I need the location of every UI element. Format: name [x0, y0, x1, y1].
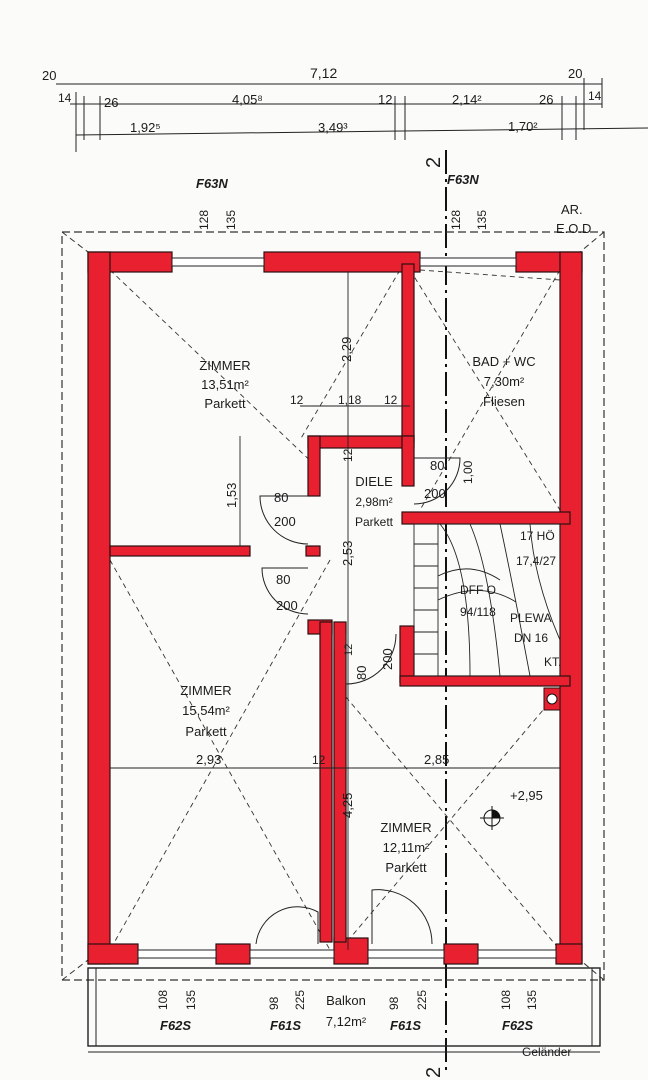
window-type-b2: F61S [270, 1018, 301, 1033]
dim-425: 4,25 [340, 793, 355, 818]
door1-height: 200 [274, 514, 296, 529]
height-marker [480, 806, 504, 830]
stair-ratio: 17,4/27 [516, 554, 556, 568]
dim-12-a: 12 [290, 393, 304, 407]
railing-label: Geländer [522, 1045, 571, 1059]
room-zimmer-1: ZIMMER 13,51m² Parkett [199, 358, 250, 411]
door2-height: 200 [276, 598, 298, 613]
window-w-b4: 108 [499, 990, 513, 1010]
window-h-b3: 225 [415, 990, 429, 1010]
dim-293: 2,93 [196, 752, 221, 767]
window-w-top-right: 128 [449, 210, 463, 230]
window-type-b1: F62S [160, 1018, 191, 1033]
svg-text:2,98m²: 2,98m² [355, 495, 392, 509]
dim-right-14: 14 [588, 89, 602, 103]
svg-text:ZIMMER: ZIMMER [180, 683, 231, 698]
window-h-top-left: 135 [224, 210, 238, 230]
dim-285: 2,85 [424, 752, 449, 767]
dim-right-20: 20 [568, 66, 582, 81]
dim-12-top: 12 [378, 92, 392, 107]
door-swings [255, 457, 461, 945]
balcony-outline [87, 967, 601, 1047]
window-w-top-left: 128 [197, 210, 211, 230]
roof-outline [61, 231, 605, 981]
svg-text:7,12m²: 7,12m² [326, 1014, 367, 1029]
room-diele: DIELE 2,98m² Parkett [355, 474, 394, 529]
window-type-top-right: F63N [447, 172, 479, 187]
door4-height: 200 [380, 648, 395, 670]
dim-153: 1,53 [224, 483, 239, 508]
windows-frames [137, 257, 557, 959]
svg-text:BAD + WC: BAD + WC [472, 354, 535, 369]
dim-12-c: 12 [341, 448, 355, 462]
svg-text:7,30m²: 7,30m² [484, 374, 525, 389]
dim-overall: 7,12 [310, 65, 337, 81]
window-type-b3: F61S [390, 1018, 421, 1033]
dimension-chain [56, 78, 648, 152]
window-h-b2: 225 [293, 990, 307, 1010]
svg-text:Fliesen: Fliesen [483, 394, 525, 409]
dim-229: 2,29 [339, 337, 354, 362]
window-type-b4: F62S [502, 1018, 533, 1033]
room-balkon: Balkon 7,12m² [326, 993, 367, 1029]
dim-12-e: 12 [343, 644, 355, 656]
room-zimmer-3: ZIMMER 12,11m² Parkett [380, 820, 431, 875]
dim-26b: 26 [539, 92, 553, 107]
svg-text:12,11m²: 12,11m² [383, 840, 430, 855]
svg-text:ZIMMER: ZIMMER [380, 820, 431, 835]
svg-text:Parkett: Parkett [185, 724, 227, 739]
svg-text:13,51m²: 13,51m² [201, 377, 249, 392]
height-label: +2,95 [510, 788, 543, 803]
window-w-b1: 108 [156, 990, 170, 1010]
window-w-b3: 98 [387, 996, 401, 1010]
stair-kt: KT. [544, 655, 561, 669]
dim-12-d: 12 [312, 753, 326, 767]
svg-text:DIELE: DIELE [355, 474, 393, 489]
door3-height: 200 [424, 486, 446, 501]
ar-label: AR. [561, 202, 583, 217]
dim-253: 2,53 [340, 541, 355, 566]
window-w-b2: 98 [267, 996, 281, 1010]
stair-dn: DN 16 [514, 631, 548, 645]
svg-text:Balkon: Balkon [326, 993, 366, 1008]
dim-170: 1,70² [508, 119, 538, 134]
stair-dfo: DFF O [460, 583, 496, 597]
room-bad: BAD + WC 7,30m² Fliesen [472, 354, 535, 409]
section-mark-bottom: 2 [423, 1067, 445, 1078]
room-zimmer-2: ZIMMER 15,54m² Parkett [180, 683, 231, 739]
window-type-top-left: F63N [196, 176, 228, 191]
window-h-b1: 135 [184, 990, 198, 1010]
dim-left-20: 20 [42, 68, 56, 83]
window-h-top-right: 135 [475, 210, 489, 230]
section-mark-top: 2 [423, 157, 445, 168]
svg-text:Parkett: Parkett [204, 396, 246, 411]
dim-405: 4,05⁸ [232, 92, 263, 107]
dim-26a: 26 [104, 95, 118, 110]
dim-214: 2,14² [452, 92, 482, 107]
stair-steps: 17 HÖ [520, 529, 555, 543]
door2-width: 80 [276, 572, 290, 587]
svg-text:Parkett: Parkett [385, 860, 427, 875]
dim-118: 1,18 [338, 393, 362, 407]
door4-width: 80 [354, 666, 369, 680]
eod-label: E.O.D [556, 221, 591, 236]
svg-text:ZIMMER: ZIMMER [199, 358, 250, 373]
dim-12-b: 12 [384, 393, 398, 407]
svg-text:Parkett: Parkett [355, 515, 394, 529]
diagonal-lines [109, 269, 561, 951]
interior-dim-lines [110, 272, 560, 950]
dim-100: 1,00 [461, 460, 475, 484]
dim-192: 1,92⁵ [130, 120, 161, 135]
door1-width: 80 [274, 490, 288, 505]
stair-plewa: PLEWA [510, 611, 552, 625]
walls [87, 251, 583, 965]
dim-349: 3,49³ [318, 120, 348, 135]
window-h-b4: 135 [525, 990, 539, 1010]
dim-left-14: 14 [58, 91, 72, 105]
stair-dfo-size: 94/118 [460, 605, 496, 619]
svg-text:15,54m²: 15,54m² [182, 703, 230, 718]
staircase [413, 523, 561, 677]
door3-width: 80 [430, 458, 444, 473]
